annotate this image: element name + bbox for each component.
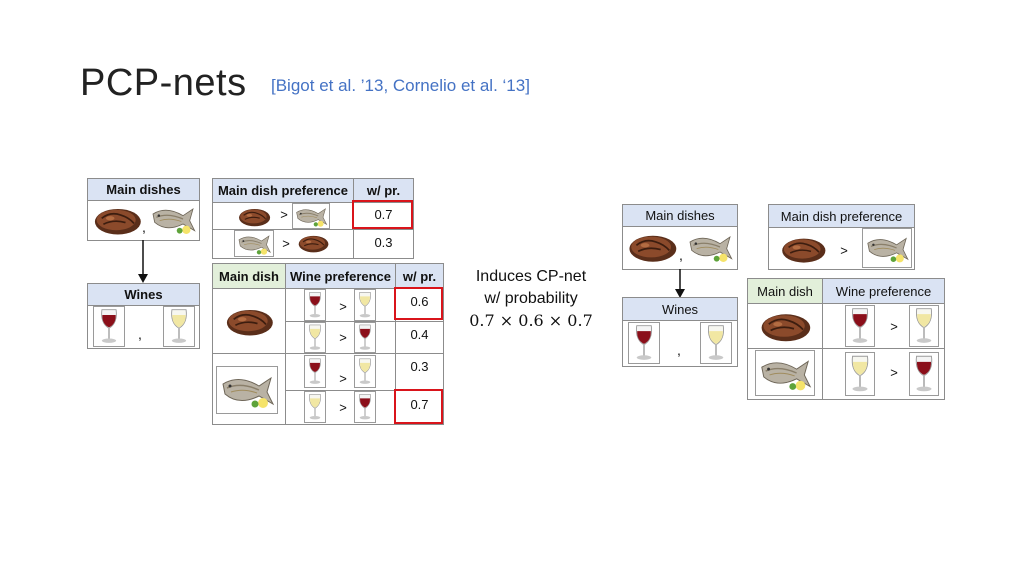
steak-icon — [295, 232, 331, 254]
red-wine-icon — [909, 352, 939, 396]
fish-icon — [292, 203, 330, 229]
steak-icon — [221, 304, 277, 338]
white-wine-icon — [304, 391, 326, 423]
wine-preference-table: Main dish Wine preference w/ pr. > 0.6 >… — [212, 263, 444, 425]
right-main-pref-header: Main dish preference — [769, 205, 914, 228]
highlight-0.7-wine — [394, 389, 443, 424]
fish-icon — [862, 228, 912, 268]
preference-symbol: > — [280, 207, 288, 222]
right-main-dishes-header: Main dishes — [623, 205, 737, 227]
fish-icon — [234, 230, 274, 257]
comma: , — [142, 219, 146, 235]
white-wine-icon — [909, 305, 939, 347]
probability-value: 0.4 — [410, 327, 429, 342]
fish-icon — [216, 366, 278, 414]
fish-icon — [148, 201, 198, 237]
preference-symbol: > — [339, 371, 347, 386]
main-pref-header: Main dish preference — [213, 179, 353, 203]
probability-formula: 0.7 × 0.6 × 0.7 — [469, 311, 593, 330]
white-wine-icon — [354, 355, 376, 388]
red-wine-icon — [845, 305, 875, 347]
red-wine-icon — [304, 355, 326, 388]
right-wines-node: Wines , — [622, 297, 738, 367]
probability-value: 0.3 — [410, 359, 429, 374]
red-wine-icon — [354, 322, 376, 353]
white-wine-icon — [304, 322, 326, 353]
right-wine-pref-header: Wine preference — [823, 279, 944, 304]
left-wines-node: Wines , — [87, 283, 200, 349]
steak-icon — [626, 229, 678, 265]
comma: , — [138, 326, 142, 342]
red-wine-icon — [93, 306, 125, 347]
wine-table-prob-header: w/ pr. — [396, 264, 443, 289]
white-wine-icon — [163, 306, 195, 347]
citation: [Bigot et al. ’13, Cornelio et al. ‘13] — [271, 76, 530, 95]
white-wine-icon — [845, 352, 875, 396]
right-wine-dish-header: Main dish — [748, 279, 822, 304]
white-wine-icon — [354, 289, 376, 321]
probability-value: 0.6 — [410, 294, 429, 309]
arrow-down-icon — [138, 240, 148, 283]
preference-symbol: > — [282, 236, 290, 251]
induces-note: Induces CP-net w/ probability 0.7 × 0.6 … — [462, 266, 600, 332]
preference-symbol: > — [890, 365, 898, 380]
probability-value: 0.7 — [410, 397, 429, 412]
preference-symbol: > — [339, 400, 347, 415]
highlight-0.6 — [394, 287, 443, 320]
right-wine-pref-table: Main dish Wine preference > > — [747, 278, 945, 400]
preference-symbol: > — [840, 243, 848, 258]
left-main-dishes-node: Main dishes , — [87, 178, 200, 241]
right-main-pref-table: Main dish preference > — [768, 204, 915, 270]
right-main-dishes-node: Main dishes , — [622, 204, 738, 270]
wine-table-pref-header: Wine preference — [286, 264, 395, 289]
steak-icon — [756, 308, 814, 344]
preference-symbol: > — [890, 319, 898, 334]
white-wine-icon — [700, 322, 732, 364]
steak-icon — [91, 203, 143, 237]
red-wine-icon — [304, 289, 326, 321]
right-wines-header: Wines — [623, 298, 737, 321]
left-wines-header: Wines — [88, 284, 199, 306]
fish-icon — [755, 350, 815, 396]
steak-icon — [235, 205, 273, 228]
note-line-2: w/ probability — [484, 290, 578, 307]
wine-table-dish-header: Main dish — [213, 264, 285, 289]
note-line-1: Induces CP-net — [475, 268, 587, 285]
comma: , — [677, 342, 681, 358]
highlight-0.7-main — [352, 200, 413, 229]
preference-symbol: > — [339, 299, 347, 314]
steak-icon — [777, 233, 829, 265]
comma: , — [679, 247, 683, 263]
red-wine-icon — [628, 322, 660, 364]
preference-symbol: > — [339, 330, 347, 345]
arrow-down-icon — [675, 269, 685, 298]
main-pref-prob-header: w/ pr. — [354, 179, 413, 203]
left-main-dishes-header: Main dishes — [88, 179, 199, 201]
red-wine-icon — [354, 391, 376, 423]
fish-icon — [685, 227, 735, 267]
probability-value: 0.7 — [374, 207, 393, 222]
probability-value: 0.3 — [374, 235, 393, 250]
slide-title: PCP-nets — [80, 62, 247, 104]
main-dish-preference-table: Main dish preference w/ pr. > 0.7 > 0.3 — [212, 178, 414, 259]
